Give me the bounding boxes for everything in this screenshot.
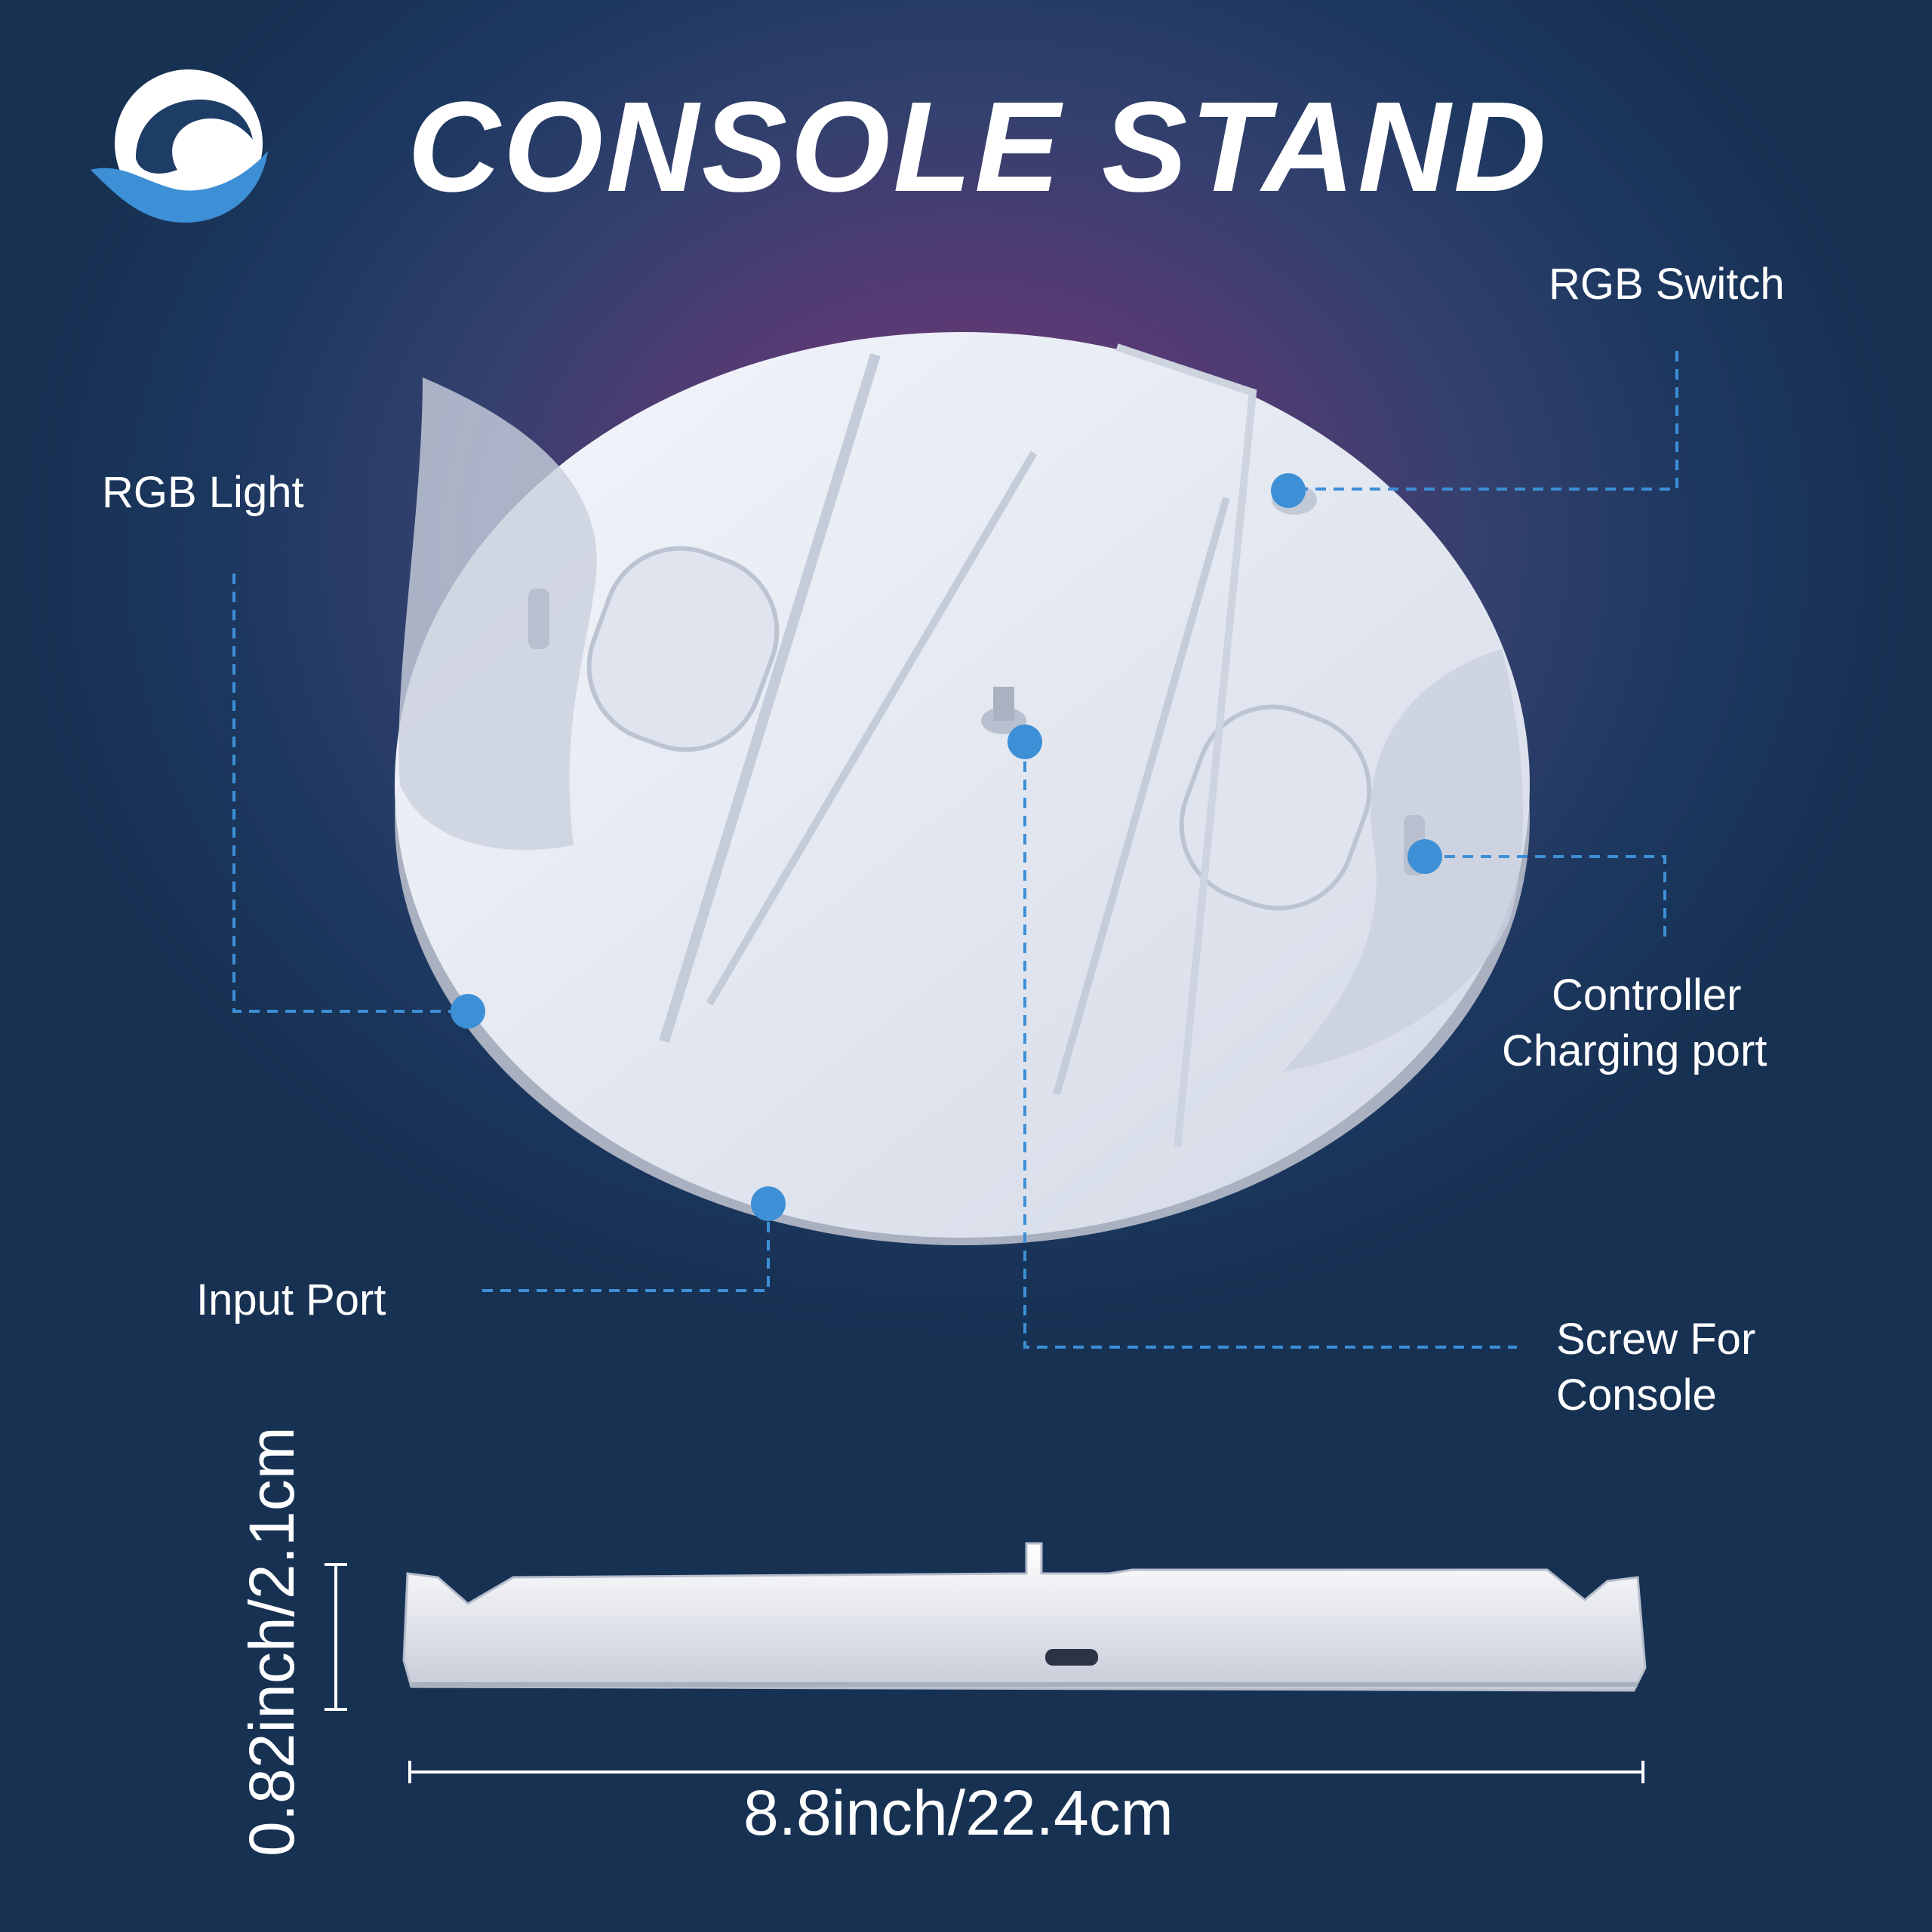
height-dimension-label: 0.82inch/2.1cm bbox=[236, 1426, 307, 1857]
width-dimension-label: 8.8inch/22.4cm bbox=[743, 1777, 1174, 1848]
controller-charging-label-line2: Charging port bbox=[1502, 1026, 1767, 1075]
stand-side-view bbox=[402, 1542, 1647, 1692]
controller-charging-label-line1: Controller bbox=[1552, 971, 1742, 1020]
page-title: CONSOLE STAND bbox=[408, 75, 1549, 219]
rgb-switch-label: RGB Switch bbox=[1549, 260, 1785, 309]
brand-logo-icon bbox=[91, 69, 268, 223]
dimension-lines bbox=[325, 1563, 1644, 1783]
screw-label-line1: Screw For bbox=[1556, 1315, 1756, 1364]
callout-dots bbox=[451, 473, 1442, 1221]
rgb-light-label: RGB Light bbox=[102, 468, 304, 517]
callout-lines bbox=[232, 351, 1678, 1349]
screw-label-line2: Console bbox=[1556, 1371, 1717, 1420]
input-port-label: Input Port bbox=[196, 1275, 386, 1324]
stand-top-view bbox=[395, 332, 1530, 1245]
